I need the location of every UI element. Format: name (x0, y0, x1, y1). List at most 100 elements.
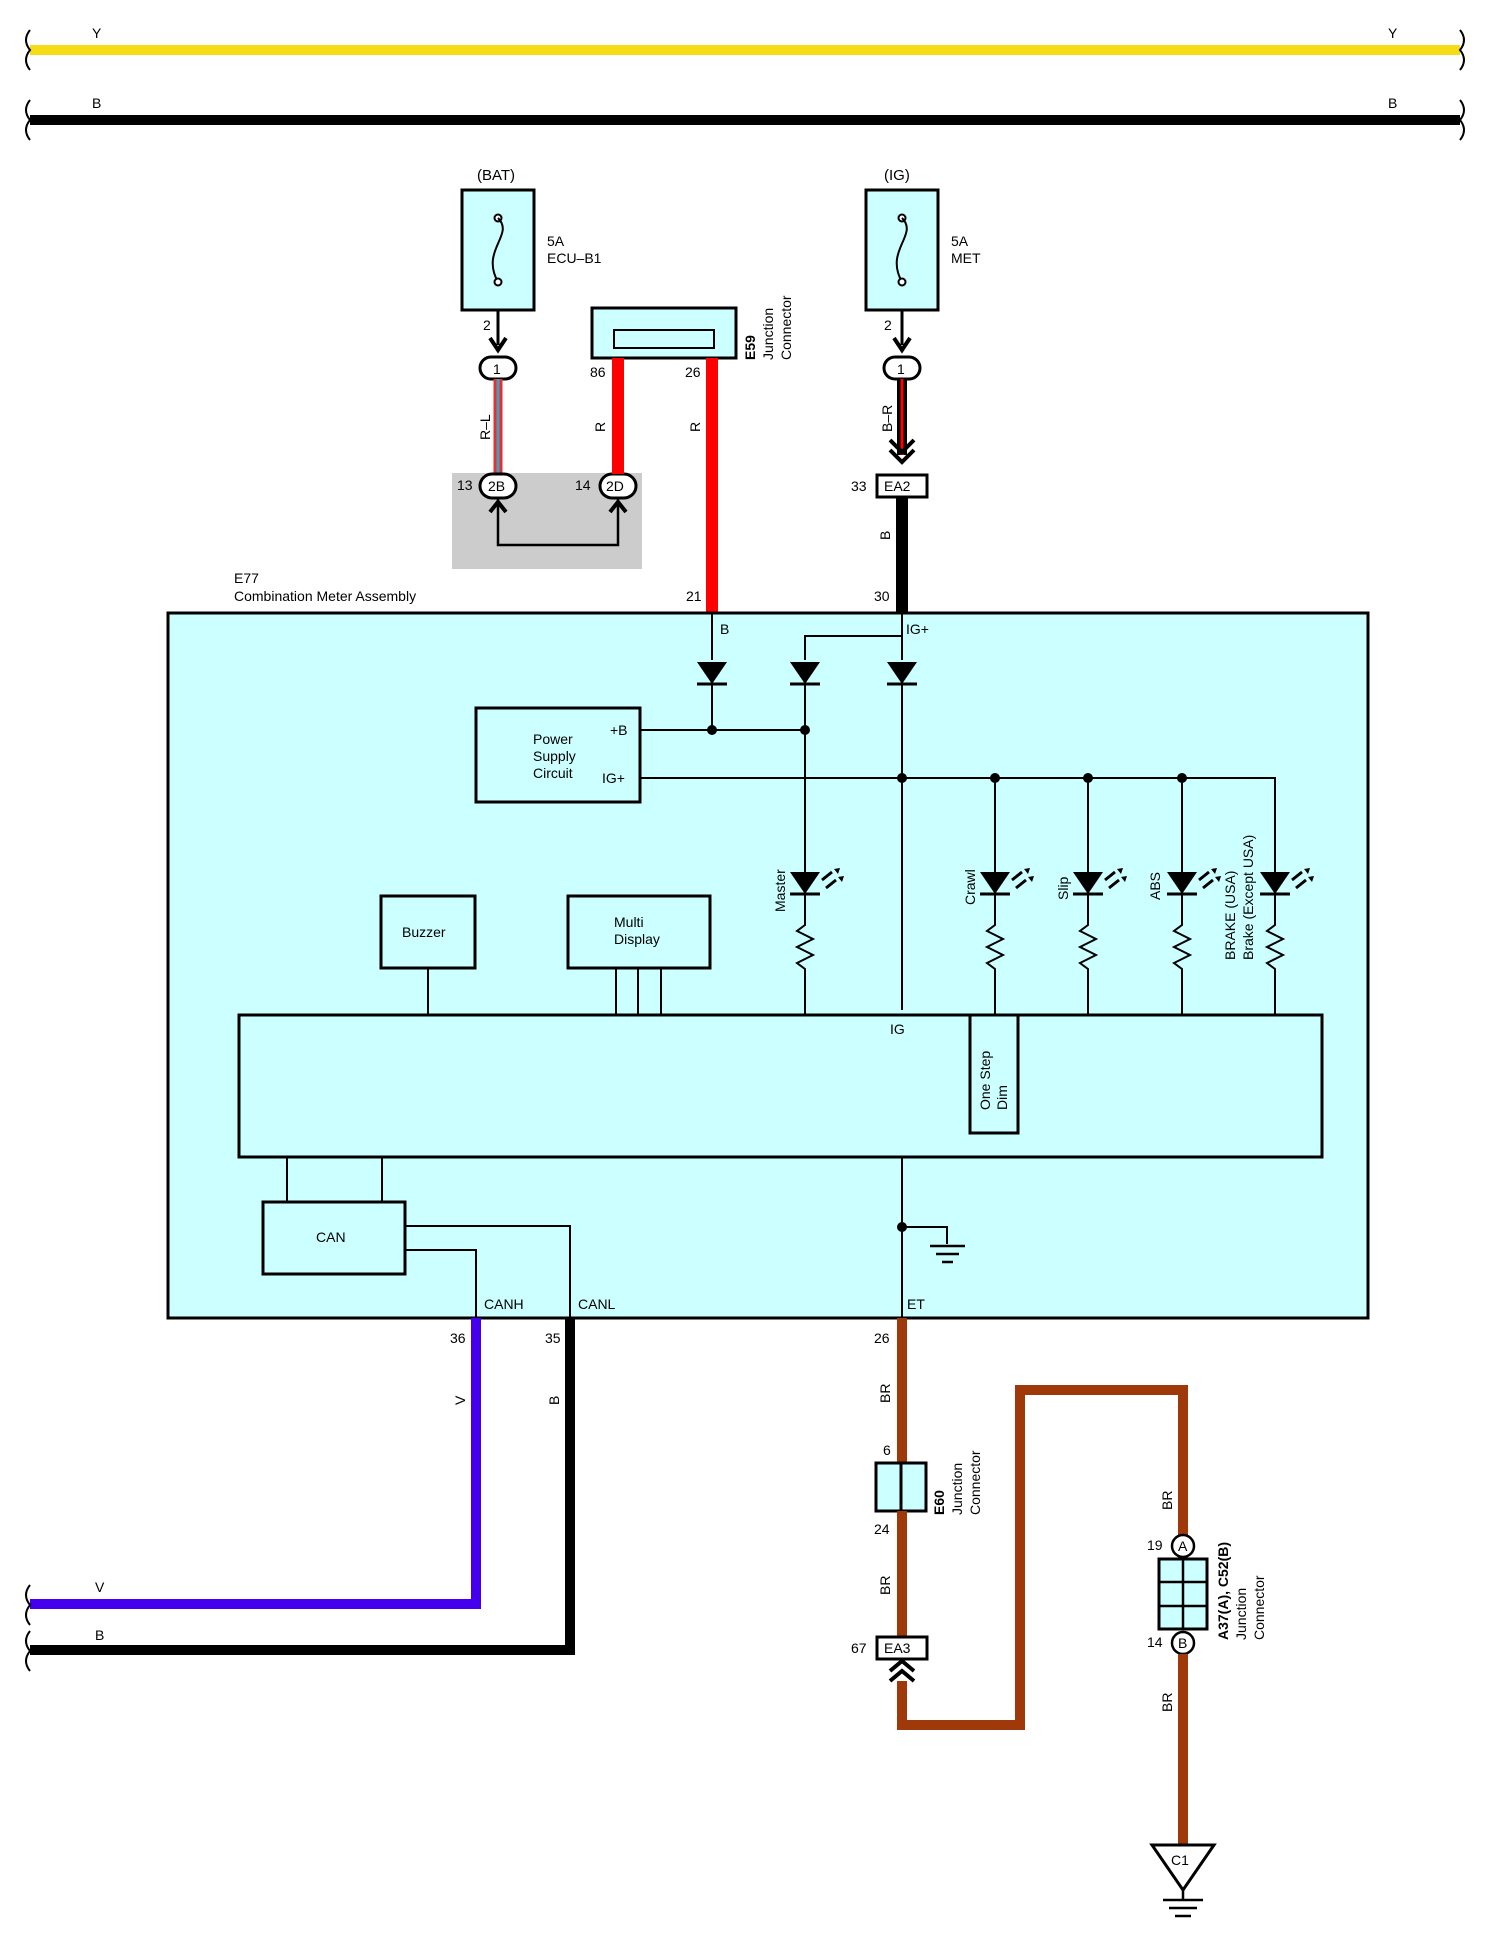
et-pin-26: 26 (874, 1330, 890, 1346)
b-bus-label-left: B (92, 95, 101, 111)
e77-combination-meter: E77 Combination Meter Assembly 21 30 B I… (166, 570, 1370, 1320)
pin-36: 36 (450, 1330, 466, 1346)
a37-line1: Junction (1233, 1588, 1249, 1640)
et-label: ET (907, 1296, 925, 1312)
dim-line2: Dim (994, 1085, 1010, 1110)
a37-c52-junction-connector: 19 A 14 B A37(A), C52(B) Junction Connec… (1147, 1533, 1267, 1845)
ig-source-label: (IG) (884, 167, 910, 184)
lamp-master-label: Master (772, 869, 788, 912)
wire-r-l-label: R–L (477, 414, 493, 440)
lamp-crawl: Crawl (962, 778, 1034, 1015)
psc-line3: Circuit (533, 765, 573, 781)
lamp-crawl-label: Crawl (962, 869, 978, 905)
pin-14: 14 (575, 477, 591, 493)
e60-line2: Connector (967, 1450, 983, 1515)
a37-pin-14: 14 (1147, 1634, 1163, 1650)
psc-ig-plus: IG+ (602, 770, 625, 786)
wire-r-86: R (592, 422, 608, 432)
lamp-abs-label: ABS (1147, 872, 1163, 900)
ig-conn-1: 1 (897, 361, 905, 377)
canh-label: CANH (484, 1296, 524, 1312)
y-bus-label-left: Y (92, 25, 102, 41)
e59-line1: Junction (760, 308, 776, 360)
bat-conn-1: 1 (493, 361, 501, 377)
fuse-ecu-b1: (BAT) 5A ECU–B1 2 1 R–L (460, 167, 602, 474)
a37-line2: Connector (1251, 1575, 1267, 1640)
wire-b-label: B (546, 1396, 562, 1405)
pin-35: 35 (545, 1330, 561, 1346)
a37-b: B (1178, 1635, 1187, 1651)
multi-line2: Display (614, 931, 660, 947)
splice-2b-2d: 13 2B 14 2D (452, 472, 642, 569)
e59-pin-86: 86 (590, 364, 606, 380)
wire-r-26: R (687, 422, 703, 432)
fuse-name-bat: ECU–B1 (547, 250, 602, 266)
lamp-brake: BRAKE (USA) Brake (Except USA) (1222, 835, 1314, 1015)
lamp-slip: Slip (1055, 778, 1127, 1015)
fuse-name-ig: MET (951, 250, 981, 266)
a37-wire-bot: BR (1159, 1693, 1175, 1712)
fuse-met: (IG) 5A MET 2 1 B–R (864, 167, 981, 465)
a37-pin-19: 19 (1147, 1537, 1163, 1553)
a37-id: A37(A), C52(B) (1215, 1542, 1231, 1640)
wire-b-r-label: B–R (879, 405, 895, 432)
yellow-bus: Y Y (25, 25, 1465, 71)
term-ig-plus: IG+ (906, 621, 929, 637)
term-b: B (720, 621, 729, 637)
e77-name: Combination Meter Assembly (234, 588, 416, 604)
canl-label: CANL (578, 1296, 616, 1312)
pin-13: 13 (457, 477, 473, 493)
black-bus: B B (25, 95, 1465, 141)
e60-id: E60 (931, 1490, 947, 1515)
ig-label: IG (890, 1021, 905, 1037)
wire-v-label: V (452, 1395, 468, 1405)
dim-line1: One Step (977, 1051, 993, 1110)
lamp-master: Master (772, 868, 844, 1015)
e60-pin-6: 6 (883, 1442, 891, 1458)
can-wires: 36 35 V B V B (25, 1318, 575, 1672)
ground-c1: C1 (1149, 1843, 1217, 1918)
psc-line2: Supply (533, 748, 576, 764)
b-bus-label-right: B (1388, 95, 1397, 111)
e77-id: E77 (234, 570, 259, 586)
ig-pin-2: 2 (884, 317, 892, 333)
bat-pin-2: 2 (483, 317, 491, 333)
a37-a: A (1178, 1538, 1188, 1554)
psc-line1: Power (533, 731, 573, 747)
ea2-connector: 33 EA2 B (851, 473, 929, 612)
ea3-pin-67: 67 (851, 1640, 867, 1656)
conn-2d: 2D (606, 478, 624, 494)
e60-wire-top: BR (877, 1384, 893, 1403)
ground-c1-label: C1 (1171, 1852, 1189, 1868)
psc-plus-b: +B (610, 722, 628, 738)
conn-2b: 2B (488, 478, 505, 494)
lamp-brake-label-1: BRAKE (USA) (1222, 871, 1238, 960)
e77-pin-30: 30 (874, 588, 890, 604)
can-label: CAN (316, 1229, 346, 1245)
y-bus-label-right: Y (1388, 25, 1398, 41)
ea2-pin-33: 33 (851, 478, 867, 494)
brown-ground-wire: 26 BR 6 E60 Junction Connector 24 BR 67 … (851, 1318, 1188, 1730)
ea2-wire-b: B (877, 531, 893, 540)
brown-wire-top-label: BR (1159, 1491, 1175, 1510)
bat-source-label: (BAT) (477, 167, 515, 184)
ea3-name: EA3 (884, 1640, 911, 1656)
v-bus-label: V (95, 1579, 105, 1595)
e59-id: E59 (742, 335, 758, 360)
b-bus-label-bottom: B (95, 1627, 104, 1643)
e59-pin-26: 26 (685, 364, 701, 380)
lamp-brake-label-2: Brake (Except USA) (1240, 835, 1256, 960)
fuse-rating-bat: 5A (547, 233, 565, 249)
e59-junction-connector: 86 26 R R E59 Junction Connector (590, 295, 794, 612)
buzzer-label: Buzzer (402, 924, 446, 940)
fuse-rating-ig: 5A (951, 233, 969, 249)
lamp-slip-label: Slip (1055, 876, 1071, 900)
multi-line1: Multi (614, 914, 644, 930)
e60-line1: Junction (949, 1463, 965, 1515)
ea2-name: EA2 (884, 478, 911, 494)
e60-pin-24: 24 (874, 1521, 890, 1537)
e77-pin-21: 21 (686, 588, 702, 604)
lamp-abs: ABS (1147, 778, 1221, 1015)
e59-line2: Connector (778, 295, 794, 360)
